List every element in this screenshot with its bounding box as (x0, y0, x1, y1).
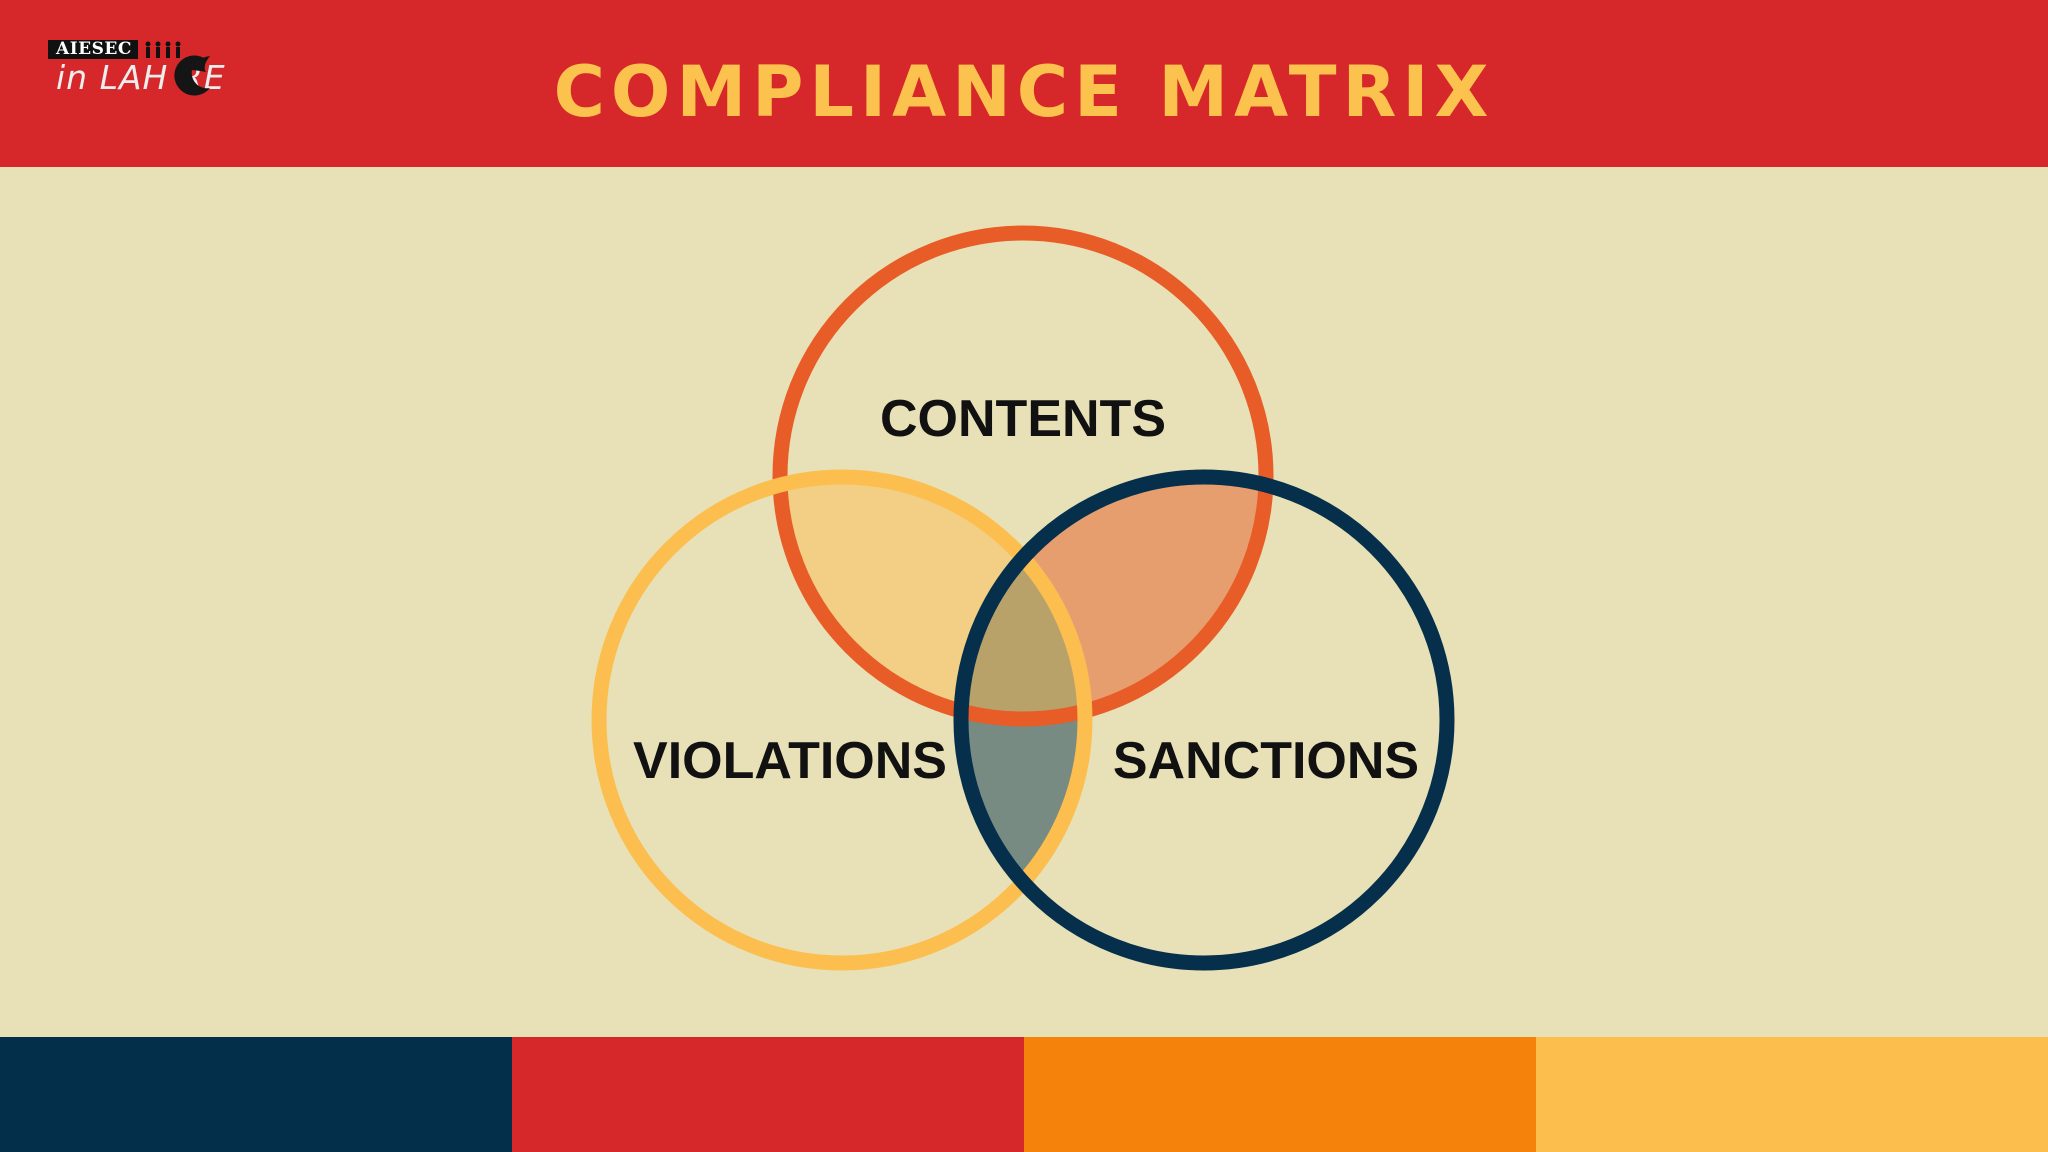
aiesec-lahore-logo: AIESEC in LAH RE (48, 40, 278, 100)
overlap-contents-sanctions (961, 477, 1266, 719)
slide-title: COMPLIANCE MATRIX (553, 51, 1495, 133)
footer-bar-navy (0, 1037, 512, 1152)
contents-label: CONTENTS (880, 390, 1166, 448)
footer-bar-red (512, 1037, 1024, 1152)
overlap-contents-violations (780, 477, 1085, 719)
footer-bar-yellow (1536, 1037, 2048, 1152)
violations-label: VIOLATIONS (633, 732, 947, 790)
header-bar: AIESEC in LAH RE COMPLIANCE MATRIX (0, 0, 2048, 167)
logo-people-icon (145, 41, 181, 58)
logo-top-text: AIESEC (48, 40, 138, 59)
contents-circle (772, 225, 1274, 727)
sanctions-label: SANCTIONS (1113, 732, 1419, 790)
sanctions-circle (953, 469, 1455, 971)
footer-bar-orange (1024, 1037, 1536, 1152)
logo-emblem-icon (174, 55, 210, 96)
violations-circle (591, 469, 1093, 971)
